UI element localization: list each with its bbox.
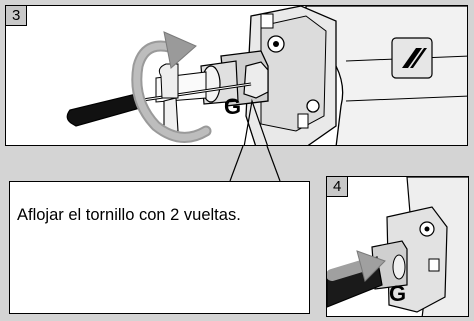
step-4-illustration bbox=[327, 177, 468, 316]
adjust-screw-nut bbox=[243, 61, 269, 99]
rotation-arrow-icon bbox=[131, 31, 212, 143]
part-label-g: G bbox=[224, 94, 242, 119]
step-4-panel: 4 G bbox=[326, 176, 469, 317]
step-3-illustration bbox=[66, 6, 467, 145]
step-number-badge: 3 bbox=[6, 6, 28, 26]
push-arrow-icon bbox=[327, 250, 386, 282]
screwdriver-handle bbox=[66, 93, 143, 127]
instruction-callout: Aflojar el tornillo con 2 vueltas. bbox=[9, 181, 310, 314]
step-3-panel: 3 G bbox=[5, 5, 468, 146]
instruction-text: Aflojar el tornillo con 2 vueltas. bbox=[17, 206, 241, 224]
step-number-badge: 4 bbox=[327, 177, 349, 197]
part-label-g: G bbox=[389, 281, 407, 306]
logo-plate bbox=[391, 37, 433, 79]
bolt-icon bbox=[306, 99, 320, 113]
